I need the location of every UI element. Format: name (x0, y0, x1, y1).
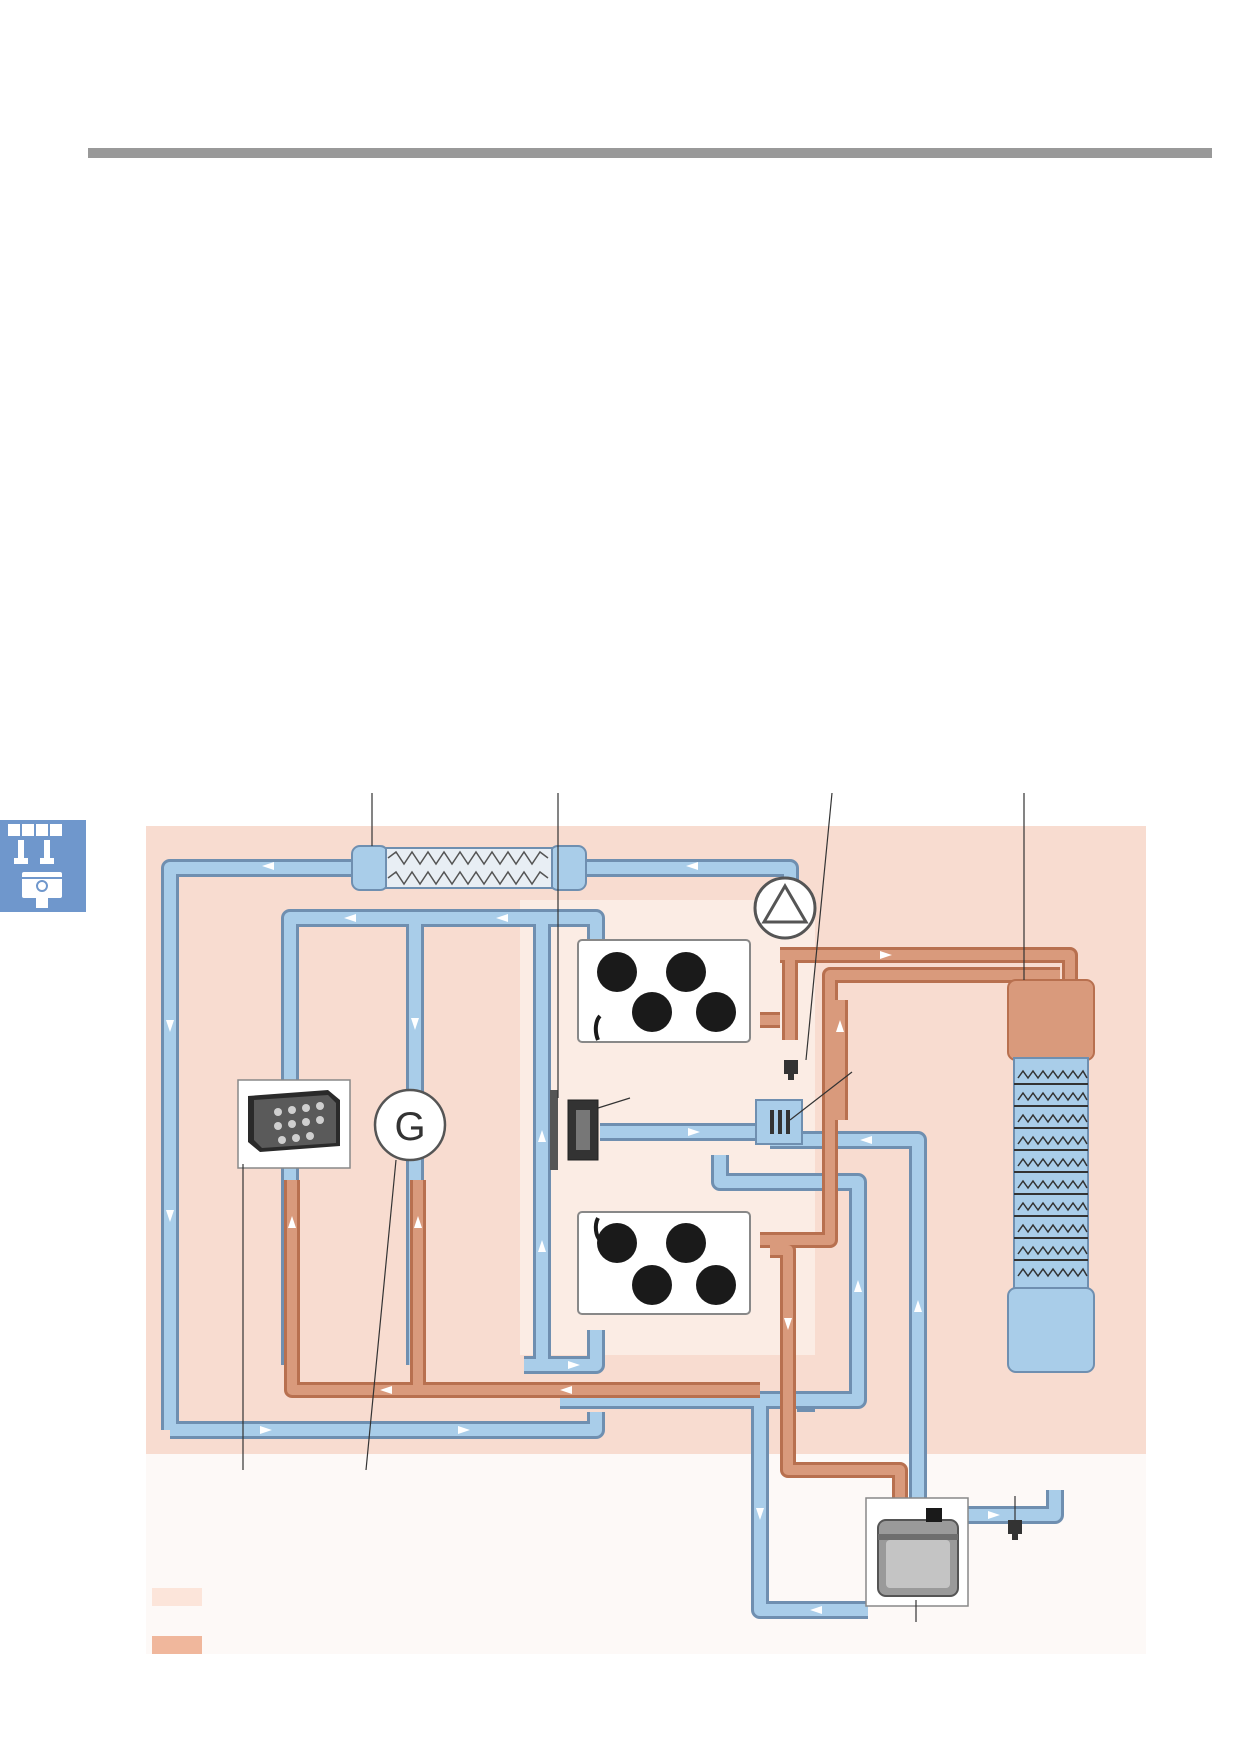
coolant-pump (753, 876, 817, 940)
temperature-sensor-upper (784, 1060, 798, 1080)
oil-cooler (237, 1079, 351, 1169)
expansion-tank (865, 1497, 969, 1607)
legend-swatch-dark (152, 1636, 202, 1654)
flow-arrows (166, 862, 1000, 1614)
alternator-label: G (394, 1105, 425, 1149)
legend-swatch-light (152, 1588, 202, 1606)
header-rule (88, 148, 1212, 158)
alternator: G (373, 1088, 447, 1162)
cylinder-bank-lower (577, 1211, 751, 1315)
hot-coolant-pipes (284, 947, 1078, 1500)
thermostat (755, 1099, 803, 1145)
cylinder-bank-upper (577, 939, 751, 1043)
engine-piston-icon (0, 820, 86, 912)
callout-leaders (242, 792, 1025, 1622)
throttle-body (550, 1090, 599, 1170)
heater-core (351, 845, 587, 891)
radiator (1007, 979, 1095, 1373)
